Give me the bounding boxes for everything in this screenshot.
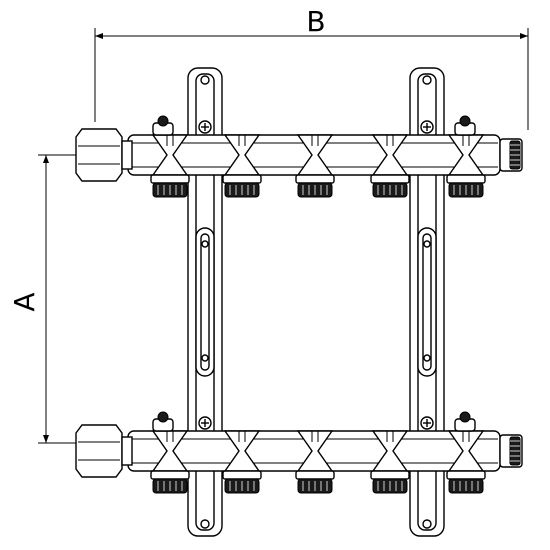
outlet-collar	[222, 470, 262, 480]
manifold-rail-bottom	[75, 411, 523, 494]
vent-knob-icon	[459, 411, 471, 423]
bracket-right	[409, 67, 445, 537]
vent-knob-icon	[459, 115, 471, 127]
outlet-collar	[446, 174, 486, 184]
outlet-collar	[150, 470, 190, 480]
dimension-b: B	[94, 5, 529, 130]
union-nut	[75, 128, 123, 182]
union-nut	[75, 424, 123, 478]
vent-knob-icon	[157, 115, 169, 127]
bracket-left	[187, 67, 223, 537]
outlet-collar	[295, 174, 335, 184]
union-collar	[121, 140, 133, 170]
outlet-collar	[370, 470, 410, 480]
outlet-collar	[150, 174, 190, 184]
union-collar	[121, 436, 133, 466]
manifold-rail-top	[75, 115, 523, 198]
outlet-collar	[370, 174, 410, 184]
outlet-collar	[295, 470, 335, 480]
vent-knob-icon	[157, 411, 169, 423]
dimension-a-label: A	[8, 292, 41, 311]
outlet-collar	[222, 174, 262, 184]
outlet-collar	[446, 470, 486, 480]
dimension-a: A	[8, 154, 80, 444]
dimension-b-label: B	[306, 5, 325, 38]
